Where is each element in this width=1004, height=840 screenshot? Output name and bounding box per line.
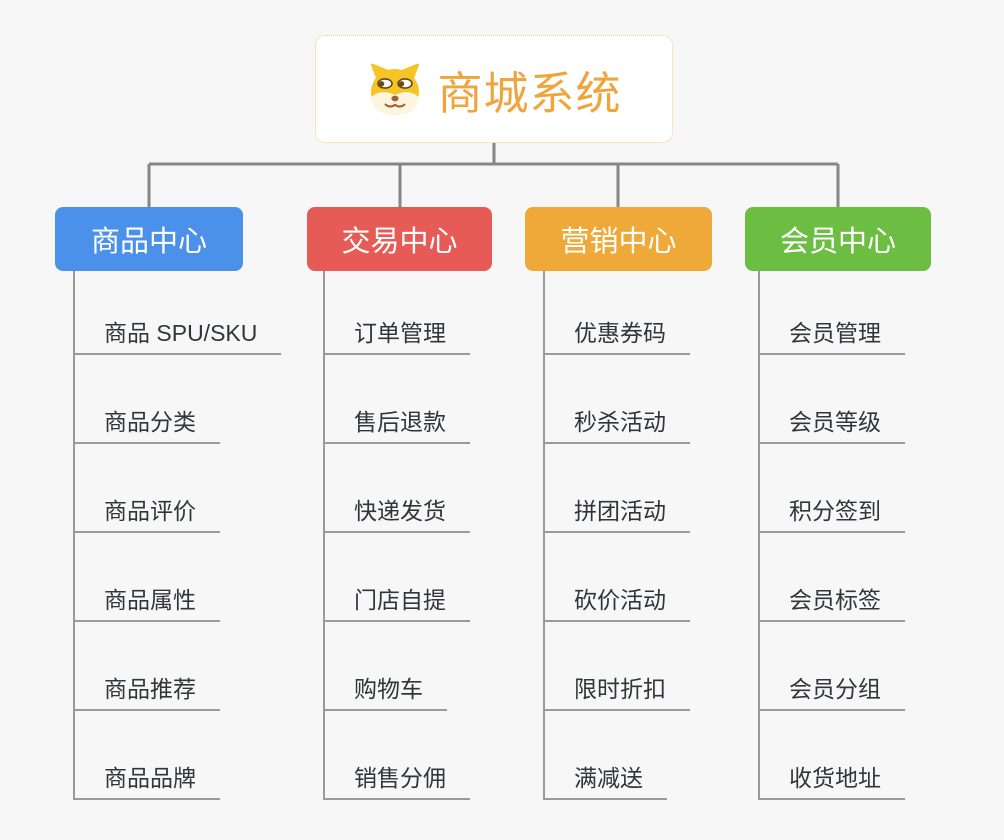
branch-topic-member-center[interactable]: 会员中心	[745, 207, 931, 271]
subtopic-item[interactable]: 门店自提	[323, 578, 470, 622]
subtopic-item[interactable]: 购物车	[323, 667, 447, 711]
subtopic-item[interactable]: 商品品牌	[73, 756, 220, 800]
subtopic-item[interactable]: 商品 SPU/SKU	[73, 311, 282, 355]
subtopic-item[interactable]: 收货地址	[758, 756, 905, 800]
branch-topic-marketing-center[interactable]: 营销中心	[525, 207, 712, 271]
subtopic-item[interactable]: 商品评价	[73, 489, 220, 533]
subtopic-item[interactable]: 售后退款	[323, 400, 470, 444]
subtopic-item[interactable]: 限时折扣	[543, 667, 690, 711]
root-topic[interactable]: 商城系统	[315, 35, 673, 143]
subtopic-item[interactable]: 订单管理	[323, 311, 470, 355]
subtopic-item[interactable]: 会员等级	[758, 400, 905, 444]
branch-trunk-line	[73, 271, 75, 800]
subtopic-item[interactable]: 会员标签	[758, 578, 905, 622]
subtopic-item[interactable]: 砍价活动	[543, 578, 690, 622]
branch-trunk-line	[323, 271, 325, 800]
subtopic-item[interactable]: 秒杀活动	[543, 400, 690, 444]
branch-topic-product-center[interactable]: 商品中心	[55, 207, 243, 271]
subtopic-item[interactable]: 销售分佣	[323, 756, 470, 800]
subtopic-item[interactable]: 快递发货	[323, 489, 470, 533]
subtopic-item[interactable]: 商品推荐	[73, 667, 220, 711]
subtopic-item[interactable]: 会员管理	[758, 311, 905, 355]
subtopic-item[interactable]: 商品属性	[73, 578, 220, 622]
branch-trunk-line	[758, 271, 760, 800]
subtopic-item[interactable]: 满减送	[543, 756, 667, 800]
subtopic-item[interactable]: 优惠券码	[543, 311, 690, 355]
branch-trunk-line	[543, 271, 545, 800]
subtopic-item[interactable]: 积分签到	[758, 489, 905, 533]
subtopic-item[interactable]: 拼团活动	[543, 489, 690, 533]
subtopic-item[interactable]: 会员分组	[758, 667, 905, 711]
root-title: 商城系统	[437, 67, 622, 119]
branch-topic-trade-center[interactable]: 交易中心	[307, 207, 492, 271]
doge-face-icon	[371, 63, 420, 115]
subtopic-item[interactable]: 商品分类	[73, 400, 220, 444]
